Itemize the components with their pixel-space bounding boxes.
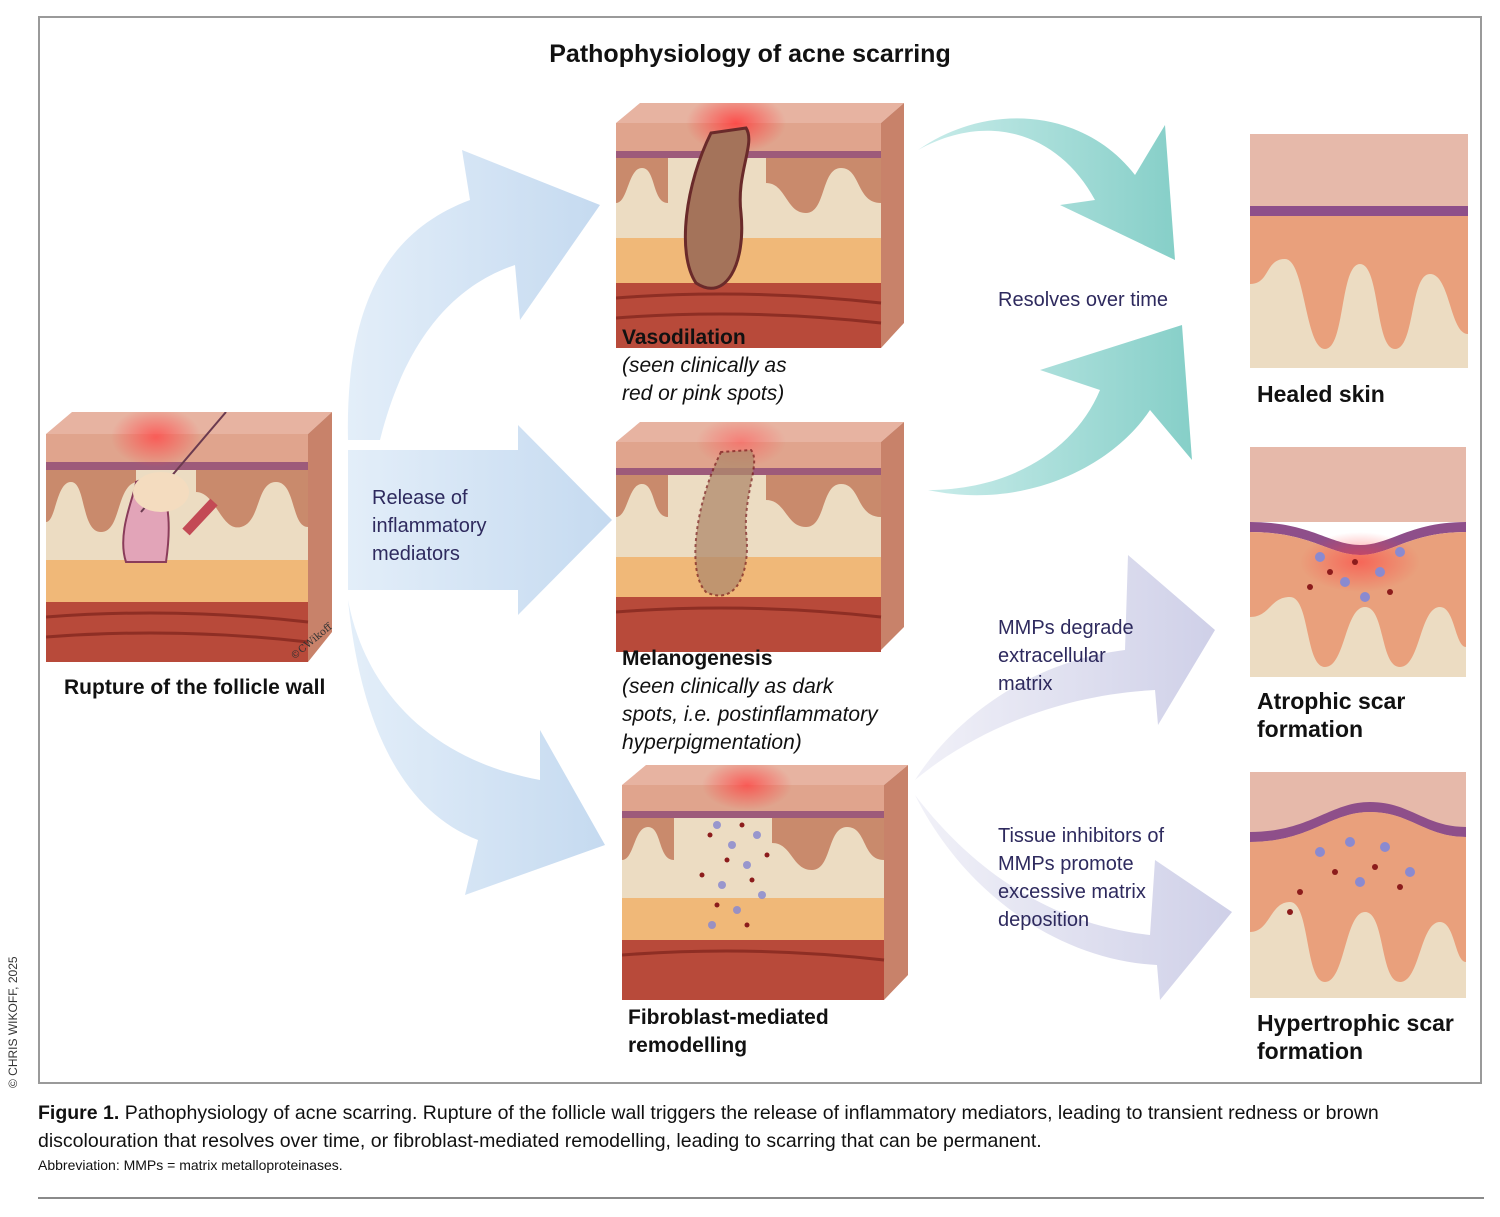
label-atrophic: Atrophic scar formation — [1257, 688, 1406, 742]
arrow-to-melanogenesis — [348, 425, 612, 615]
label-timps: Tissue inhibitors of MMPs promote excess… — [998, 825, 1164, 931]
label-vasodilation: Vasodilation (seen clinically as red or … — [622, 326, 787, 405]
skin-block-fibroblast — [622, 765, 908, 1000]
figure-caption: Figure 1. Pathophysiology of acne scarri… — [38, 1099, 1478, 1155]
diagram-title: Pathophysiology of acne scarring — [549, 40, 951, 68]
caption-text: Pathophysiology of acne scarring. Ruptur… — [38, 1102, 1379, 1152]
skin-block-vasodilation — [616, 103, 904, 348]
label-rupture: Rupture of the follicle wall — [64, 676, 326, 699]
arrow-to-fibroblast — [348, 600, 605, 895]
figure-label: Figure 1. — [38, 1102, 120, 1124]
abbreviation-note: Abbreviation: MMPs = matrix metalloprote… — [38, 1157, 343, 1173]
label-release: Release of inflammatory mediators — [372, 487, 487, 565]
label-mmps-degrade: MMPs degrade extracellular matrix — [998, 617, 1134, 695]
skin-panel-atrophic — [1250, 447, 1466, 677]
figure-frame — [38, 16, 1482, 1084]
skin-block-rupture: ©CWikoff — [46, 412, 334, 662]
label-hypertrophic: Hypertrophic scar formation — [1257, 1010, 1454, 1064]
skin-panel-healed — [1250, 134, 1468, 368]
bottom-rule — [38, 1197, 1484, 1199]
arrow-resolves-vasodilation — [918, 118, 1175, 260]
copyright-notice: © CHRIS WIKOFF, 2025 — [6, 956, 20, 1088]
label-fibroblast: Fibroblast-mediated remodelling — [628, 1006, 829, 1057]
label-healed-skin: Healed skin — [1257, 381, 1385, 407]
arrow-to-atrophic — [915, 555, 1215, 780]
skin-block-melanogenesis — [616, 422, 904, 652]
label-melanogenesis: Melanogenesis (seen clinically as dark s… — [622, 647, 878, 754]
skin-panel-hypertrophic — [1250, 772, 1466, 998]
arrow-to-hypertrophic — [915, 795, 1232, 1000]
arrow-resolves-melanogenesis — [928, 325, 1192, 496]
label-resolves: Resolves over time — [998, 289, 1169, 311]
arrow-to-vasodilation — [347, 150, 600, 440]
